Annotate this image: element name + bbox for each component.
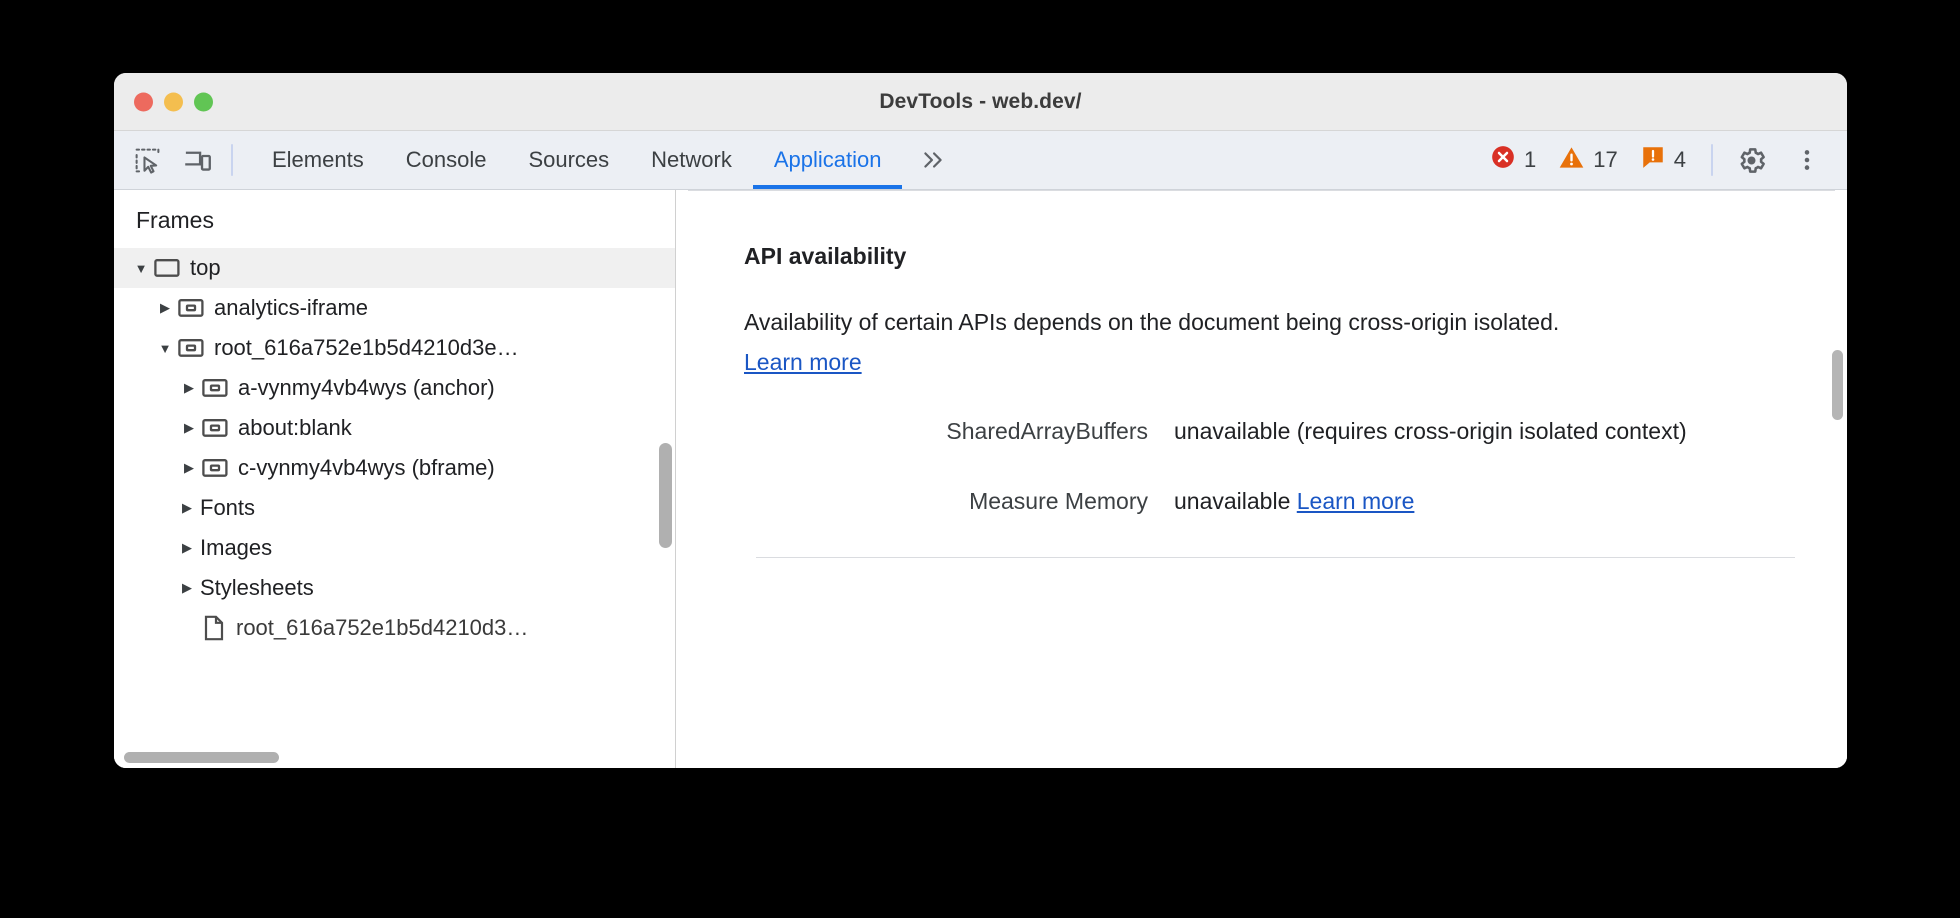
tree-item-label: top <box>190 255 221 280</box>
chevron-right-icon[interactable] <box>154 300 176 316</box>
row-value-group: unavailable Learn more <box>1174 482 1794 522</box>
tree-item-label: Images <box>200 535 273 560</box>
iframe-icon <box>202 457 228 479</box>
chevron-right-icon[interactable] <box>176 580 198 596</box>
more-tabs-icon[interactable] <box>902 131 958 189</box>
tree-item-stylesheets[interactable]: Stylesheets <box>114 568 675 608</box>
tab-console[interactable]: Console <box>405 147 487 172</box>
close-button[interactable] <box>134 92 153 111</box>
devtools-window: DevTools - web.dev/ Elements Console Sou… <box>114 73 1847 768</box>
row-learn-more-link[interactable]: Learn more <box>1296 487 1415 514</box>
sidebar-horizontal-scrollbar[interactable] <box>124 752 279 763</box>
learn-more-link[interactable]: Learn more <box>744 348 862 375</box>
warning-badge[interactable]: 17 <box>1547 144 1628 177</box>
row-value: unavailable <box>1174 487 1291 514</box>
kebab-menu-icon[interactable] <box>1779 147 1835 173</box>
toolbar-right-group: 1 17 <box>1479 131 1847 189</box>
tree-item-label: Fonts <box>200 495 256 520</box>
devtools-body: Frames top <box>114 190 1847 768</box>
issue-badge[interactable]: 4 <box>1629 144 1697 176</box>
error-badge[interactable]: 1 <box>1479 144 1547 176</box>
minimize-button[interactable] <box>164 92 183 111</box>
tab-network[interactable]: Network <box>651 147 732 172</box>
chevron-right-icon[interactable] <box>178 460 200 476</box>
zoom-button[interactable] <box>194 92 213 111</box>
device-toolbar-icon[interactable] <box>172 131 222 189</box>
frame-details-panel: API availability Availability of certain… <box>676 190 1847 768</box>
tree-item-label: about:blank <box>238 415 352 440</box>
chevron-right-icon[interactable] <box>178 380 200 396</box>
panel-tabs: Elements Console Sources Network Applica… <box>251 131 958 189</box>
section-divider-top <box>688 190 1835 191</box>
document-icon <box>202 615 226 641</box>
section-description: Availability of certain APIs depends on … <box>744 303 1609 382</box>
chevron-down-icon[interactable] <box>130 261 152 276</box>
tree-item-bframe[interactable]: c-vynmy4vb4wys (bframe) <box>114 448 675 488</box>
frames-tree: top analytics-iframe <box>114 248 675 768</box>
tree-item-anchor-frame[interactable]: a-vynmy4vb4wys (anchor) <box>114 368 675 408</box>
tree-item-root-frame[interactable]: root_616a752e1b5d4210d3e… <box>114 328 675 368</box>
tree-item-label: analytics-iframe <box>214 295 369 320</box>
error-icon <box>1490 144 1516 176</box>
row-shared-array-buffers: SharedArrayBuffers unavailable (requires… <box>744 412 1807 452</box>
inspect-element-icon[interactable] <box>122 131 172 189</box>
frame-window-icon <box>154 257 180 279</box>
warning-icon <box>1558 144 1585 177</box>
tree-item-label: Stylesheets <box>200 575 314 600</box>
issue-count: 4 <box>1673 147 1686 172</box>
error-count: 1 <box>1524 147 1537 172</box>
iframe-icon <box>178 297 204 319</box>
row-note: (requires cross-origin isolated context) <box>1296 418 1687 445</box>
tree-item-fonts[interactable]: Fonts <box>114 488 675 528</box>
window-titlebar: DevTools - web.dev/ <box>114 73 1847 131</box>
row-value-group: unavailable (requires cross-origin isola… <box>1174 412 1794 452</box>
tab-application[interactable]: Application <box>752 131 903 189</box>
tree-item-label: root_616a752e1b5d4210d3e… <box>214 335 519 360</box>
tab-elements[interactable]: Elements <box>272 147 364 172</box>
devtools-toolbar: Elements Console Sources Network Applica… <box>114 131 1847 190</box>
iframe-icon <box>202 417 228 439</box>
tree-item-about-blank[interactable]: about:blank <box>114 408 675 448</box>
chevron-down-icon[interactable] <box>154 341 176 356</box>
section-divider-bottom <box>756 557 1795 559</box>
sidebar-title: Frames <box>114 190 675 248</box>
tree-item-label: a-vynmy4vb4wys (anchor) <box>238 375 495 400</box>
tree-item-images[interactable]: Images <box>114 528 675 568</box>
chevron-right-icon[interactable] <box>176 540 198 556</box>
iframe-icon <box>178 337 204 359</box>
tree-item-top[interactable]: top <box>114 248 675 288</box>
tab-sources[interactable]: Sources <box>528 147 610 172</box>
row-measure-memory: Measure Memory unavailable Learn more <box>744 482 1807 522</box>
section-heading: API availability <box>744 243 907 269</box>
warning-count: 17 <box>1593 147 1618 172</box>
tree-item-document[interactable]: root_616a752e1b5d4210d3… <box>114 608 675 648</box>
row-value: unavailable <box>1174 418 1291 445</box>
tree-item-analytics-iframe[interactable]: analytics-iframe <box>114 288 675 328</box>
issue-icon <box>1640 144 1666 176</box>
sidebar-vertical-scrollbar[interactable] <box>659 443 672 548</box>
toolbar-left-group <box>114 131 242 189</box>
toolbar-divider-right <box>1711 144 1713 176</box>
api-availability-section: API availability Availability of certain… <box>676 191 1847 768</box>
chevron-right-icon[interactable] <box>178 420 200 436</box>
tree-item-label: c-vynmy4vb4wys (bframe) <box>238 455 495 480</box>
chevron-right-icon[interactable] <box>176 500 198 516</box>
frames-sidebar: Frames top <box>114 190 676 768</box>
row-key: Measure Memory <box>969 487 1148 514</box>
description-text: Availability of certain APIs depends on … <box>744 309 1560 335</box>
gear-icon[interactable] <box>1723 145 1779 176</box>
toolbar-divider <box>231 144 233 176</box>
main-vertical-scrollbar[interactable] <box>1832 350 1843 420</box>
traffic-lights <box>134 92 213 111</box>
window-title: DevTools - web.dev/ <box>879 89 1082 113</box>
iframe-icon <box>202 377 228 399</box>
row-key: SharedArrayBuffers <box>946 418 1148 445</box>
tree-item-label: root_616a752e1b5d4210d3… <box>236 615 529 640</box>
